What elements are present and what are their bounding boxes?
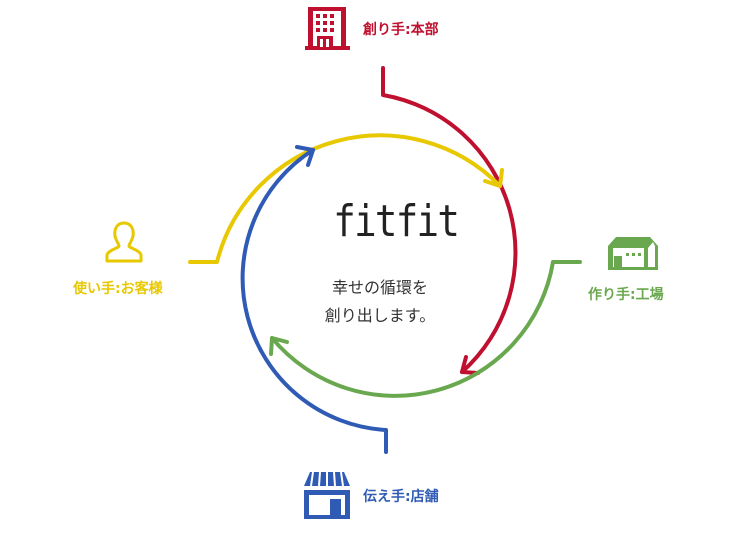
arrowhead-green xyxy=(269,336,289,356)
arrowhead-red xyxy=(460,355,480,375)
person-icon xyxy=(105,221,143,263)
arrow-customer-to-headquarters xyxy=(188,133,502,264)
store-icon xyxy=(304,471,350,519)
arrowhead-blue xyxy=(295,145,315,167)
arrow-store-to-customer xyxy=(240,148,388,454)
building-icon xyxy=(305,7,350,50)
label-customer: 使い手:お客様 xyxy=(73,281,163,297)
message-line-2: 創り出します。 xyxy=(324,306,436,325)
label-headquarters: 創り手:本部 xyxy=(363,22,439,38)
center-message: 幸せの循環を 創り出します。 xyxy=(285,274,475,330)
factory-icon xyxy=(608,237,658,270)
fitfit-logo: fitfit xyxy=(333,196,460,247)
arrow-factory-to-store xyxy=(270,260,582,398)
label-store: 伝え手:店舗 xyxy=(363,489,439,505)
label-factory: 作り手:工場 xyxy=(588,287,664,303)
message-line-1: 幸せの循環を xyxy=(331,278,428,297)
arrowhead-yellow xyxy=(483,168,504,188)
arrow-headquarters-to-factory xyxy=(381,66,518,374)
